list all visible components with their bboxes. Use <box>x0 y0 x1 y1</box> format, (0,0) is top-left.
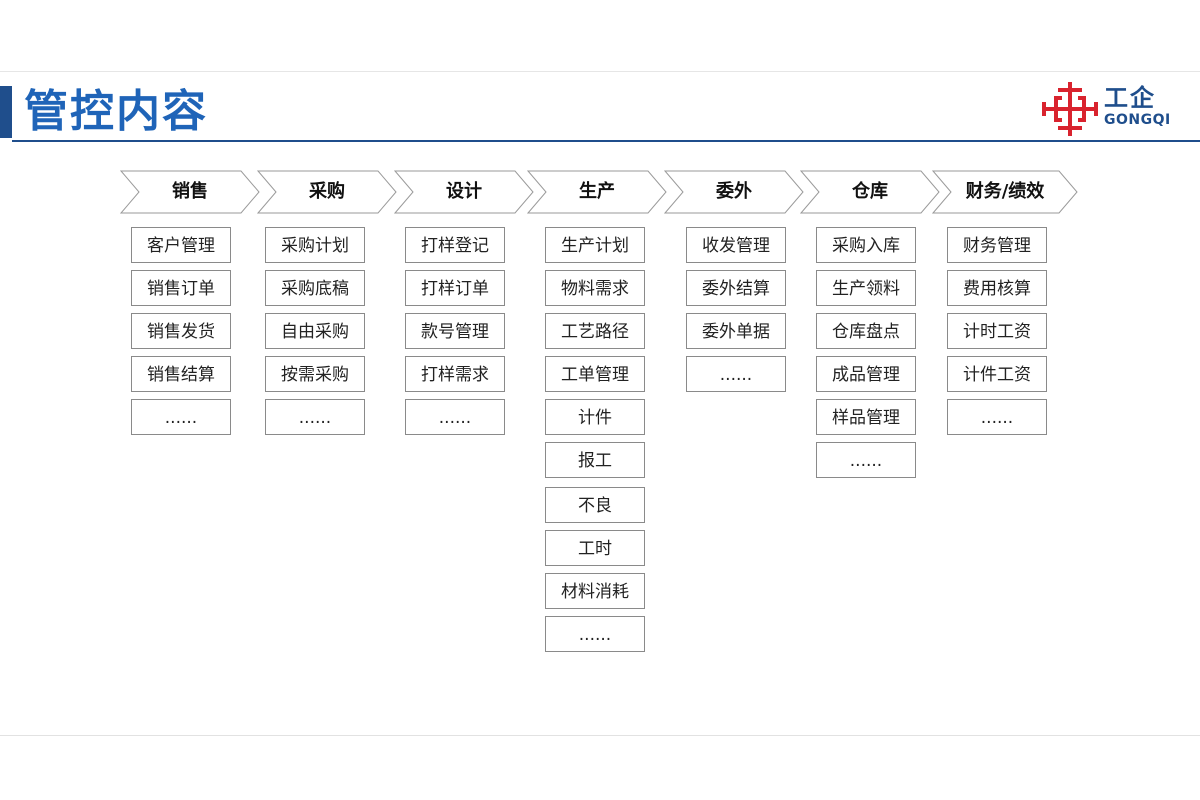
logo-text-en: GONGQI <box>1104 112 1171 128</box>
page-title: 管控内容 <box>24 86 208 137</box>
stage-label: 仓库 <box>852 181 888 202</box>
list-item: ...... <box>131 399 231 435</box>
stage-label: 委外 <box>716 181 752 202</box>
list-item: 销售订单 <box>131 270 231 306</box>
stage-label: 采购 <box>309 181 345 202</box>
list-item: 工单管理 <box>545 356 645 392</box>
stage-chevron: 采购 <box>257 170 397 214</box>
list-item: ...... <box>545 616 645 652</box>
list-item: 生产领料 <box>816 270 916 306</box>
list-item: 物料需求 <box>545 270 645 306</box>
list-item: 工艺路径 <box>545 313 645 349</box>
list-item: 销售结算 <box>131 356 231 392</box>
gongqi-logo: 工企 GONGQI <box>1042 82 1182 136</box>
list-item: 样品管理 <box>816 399 916 435</box>
list-item: ...... <box>686 356 786 392</box>
list-item: 委外结算 <box>686 270 786 306</box>
list-item: 采购计划 <box>265 227 365 263</box>
list-item: ...... <box>405 399 505 435</box>
list-item: 按需采购 <box>265 356 365 392</box>
list-item: 计时工资 <box>947 313 1047 349</box>
list-item: 工时 <box>545 530 645 566</box>
logo-text-cn: 工企 <box>1104 84 1156 112</box>
list-item: 委外单据 <box>686 313 786 349</box>
stage-chevron: 仓库 <box>800 170 940 214</box>
list-item: 款号管理 <box>405 313 505 349</box>
stage-chevron: 销售 <box>120 170 260 214</box>
list-item: 客户管理 <box>131 227 231 263</box>
stage-label: 设计 <box>446 181 482 202</box>
slide-top-rule <box>0 71 1200 72</box>
list-item: 打样登记 <box>405 227 505 263</box>
stage-label: 财务/绩效 <box>965 181 1045 202</box>
list-item: 成品管理 <box>816 356 916 392</box>
list-item: 费用核算 <box>947 270 1047 306</box>
bottom-rule <box>0 735 1200 736</box>
stage-chevron: 委外 <box>664 170 804 214</box>
list-item: 计件 <box>545 399 645 435</box>
list-item: 生产计划 <box>545 227 645 263</box>
list-item: 采购底稿 <box>265 270 365 306</box>
list-item: 报工 <box>545 442 645 478</box>
gongqi-logo-icon <box>1042 82 1098 136</box>
stage-chevron: 设计 <box>394 170 534 214</box>
list-item: 仓库盘点 <box>816 313 916 349</box>
header: 管控内容 工企 GONGQI <box>0 82 1200 142</box>
list-item: ...... <box>947 399 1047 435</box>
list-item: 不良 <box>545 487 645 523</box>
list-item: ...... <box>265 399 365 435</box>
list-item: 打样需求 <box>405 356 505 392</box>
list-item: 销售发货 <box>131 313 231 349</box>
stage-chevron: 财务/绩效 <box>932 170 1078 214</box>
list-item: 打样订单 <box>405 270 505 306</box>
list-item: 材料消耗 <box>545 573 645 609</box>
list-item: ...... <box>816 442 916 478</box>
stage-label: 销售 <box>172 181 208 202</box>
list-item: 收发管理 <box>686 227 786 263</box>
list-item: 采购入库 <box>816 227 916 263</box>
list-item: 计件工资 <box>947 356 1047 392</box>
list-item: 财务管理 <box>947 227 1047 263</box>
title-accent-bar <box>0 86 12 138</box>
list-item: 自由采购 <box>265 313 365 349</box>
stage-chevron: 生产 <box>527 170 667 214</box>
stage-label: 生产 <box>579 181 615 202</box>
header-rule <box>12 140 1200 142</box>
